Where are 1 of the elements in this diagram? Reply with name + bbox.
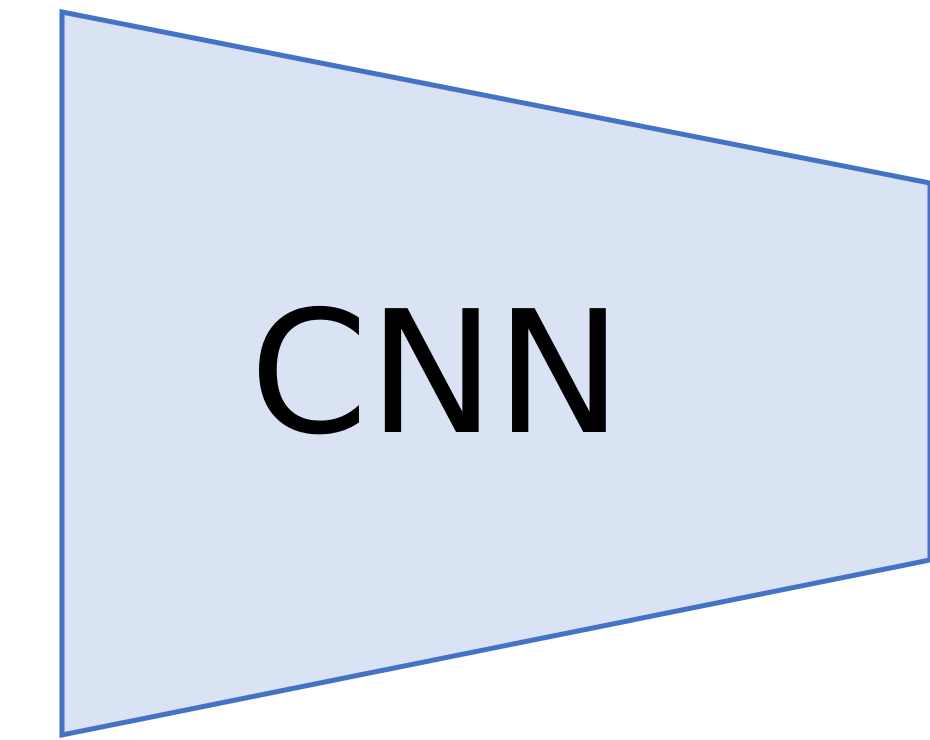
node-label: CNN	[249, 288, 623, 458]
